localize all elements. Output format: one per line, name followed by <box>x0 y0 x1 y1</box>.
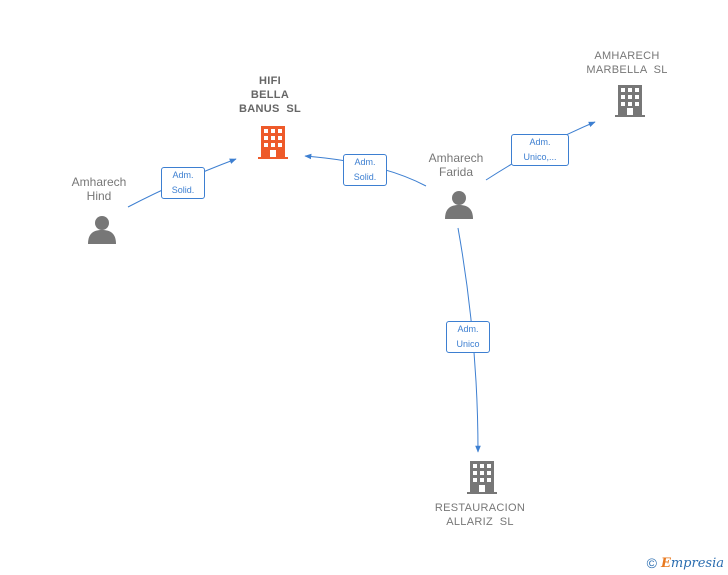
node-label-farida[interactable]: Amharech Farida <box>428 151 484 179</box>
brand-logo: Empresia <box>660 555 724 571</box>
brand-watermark[interactable]: © Empresia <box>647 555 724 571</box>
person-icon[interactable] <box>88 216 116 244</box>
node-label-hifi[interactable]: HIFI BELLA BANUS SL <box>239 75 301 115</box>
person-icon[interactable] <box>445 191 473 219</box>
edge-label-hind-hifi: Adm. Solid. <box>161 167 205 199</box>
copyright-icon: © <box>646 555 657 571</box>
node-label-restauracion[interactable]: RESTAURACION ALLARIZ SL <box>434 502 526 528</box>
edge-label-farida-hifi: Adm. Solid. <box>343 154 387 186</box>
building-icon[interactable] <box>615 85 645 117</box>
node-label-marbella[interactable]: AMHARECH MARBELLA SL <box>586 50 668 76</box>
building-icon[interactable] <box>258 126 288 159</box>
node-label-hind[interactable]: Amharech Hind <box>71 175 127 203</box>
building-icon[interactable] <box>467 461 497 494</box>
edge-label-farida-marbella: Adm. Unico,... <box>511 134 569 166</box>
edge-label-farida-restauracion: Adm. Unico <box>446 321 490 353</box>
